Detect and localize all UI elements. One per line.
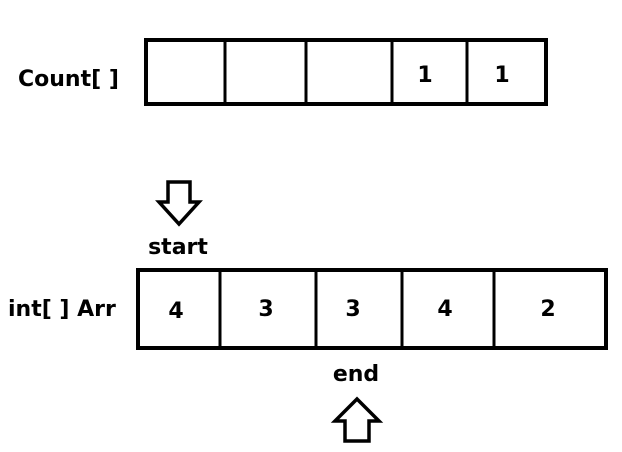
- int-array-frame: [136, 268, 608, 350]
- int-cell-3: 4: [437, 297, 452, 322]
- count-cell-3: 1: [417, 63, 432, 88]
- end-pointer-label: end: [333, 362, 379, 387]
- count-array-label: Count[ ]: [18, 67, 119, 92]
- start-arrow-down-icon: [155, 180, 203, 227]
- int-cell-4: 2: [540, 297, 555, 322]
- count-array: 1 1: [144, 38, 548, 106]
- int-cell-2: 3: [345, 297, 360, 322]
- start-pointer-label: start: [148, 235, 208, 260]
- int-cell-1: 3: [258, 297, 273, 322]
- int-array-label: int[ ] Arr: [8, 297, 116, 322]
- int-array: 4 3 3 4 2: [136, 268, 608, 350]
- int-cell-0: 4: [168, 299, 183, 324]
- end-arrow-up-icon: [330, 396, 384, 443]
- count-cell-4: 1: [494, 63, 509, 88]
- count-array-frame: [144, 38, 548, 106]
